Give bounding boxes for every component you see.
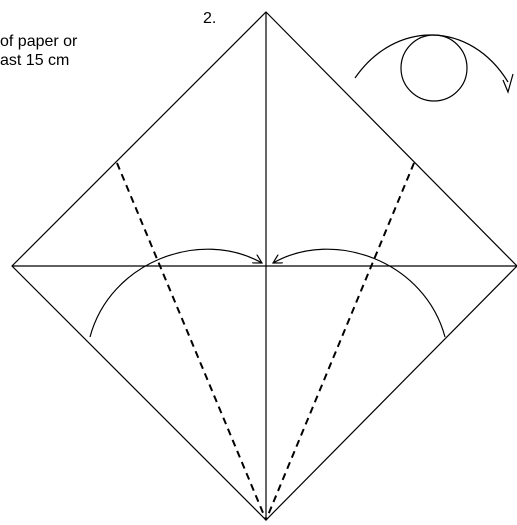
fold-arrow-left (89, 248, 262, 338)
valley-fold-left (116, 162, 267, 521)
valley-fold-right (265, 162, 415, 521)
fold-arrow-right (273, 248, 446, 338)
instruction-line-1: of paper or (0, 33, 78, 50)
turn-over-icon (354, 34, 514, 102)
instruction-line-2: ast 15 cm (0, 52, 69, 69)
step-number: 2. (203, 10, 216, 27)
